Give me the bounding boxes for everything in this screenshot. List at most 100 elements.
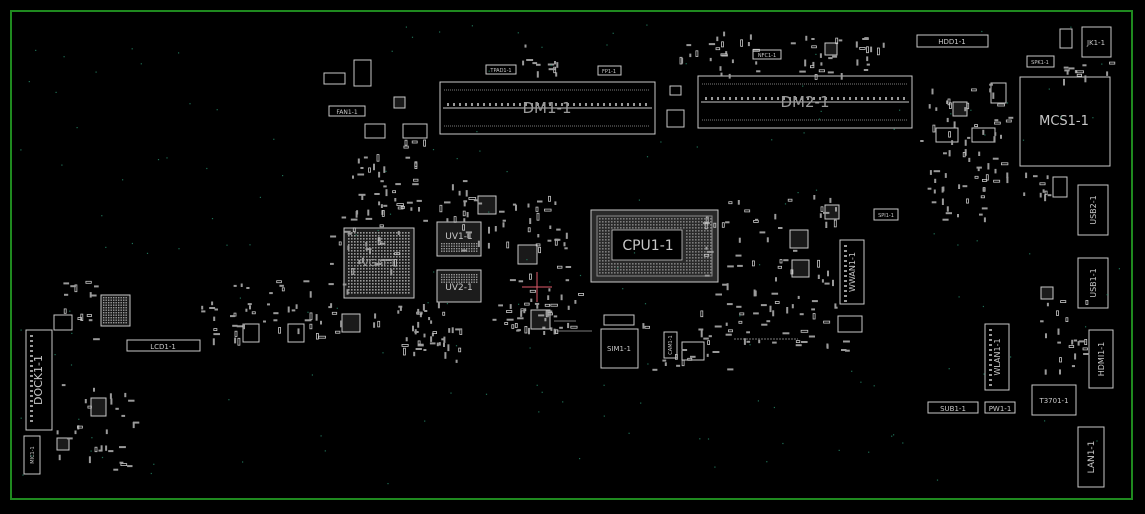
cpu-ball	[602, 224, 604, 226]
wlan-connector[interactable]: WLAN1-1	[984, 323, 1010, 391]
fan1-connector[interactable]: FAN1-1	[328, 105, 366, 117]
gpu-ball	[390, 244, 392, 246]
dock-connector[interactable]: DOCK1-1	[25, 329, 53, 431]
dm2-connector[interactable]: DM2-1	[697, 75, 913, 129]
cpu-ball	[614, 266, 616, 268]
uv2-ball	[476, 276, 478, 278]
cpu-ball	[638, 227, 640, 229]
via-dot	[259, 196, 261, 198]
cpu-ball	[689, 266, 691, 268]
cpu-ball	[638, 266, 640, 268]
gpu-ball	[384, 247, 386, 249]
gpu-ball	[351, 244, 353, 246]
cpu-ball	[683, 266, 685, 268]
usb2-connector[interactable]: USB2-1	[1077, 184, 1109, 236]
smd-part	[108, 450, 114, 453]
cpu-ball	[686, 260, 688, 262]
cpu-ball	[683, 263, 685, 265]
via-dot	[815, 189, 818, 191]
cpu-ball	[698, 248, 700, 250]
small-connector-left[interactable]: MIC1-1	[23, 435, 41, 475]
jk1-jack[interactable]: JK1-1	[1081, 26, 1112, 58]
wwan-pin	[844, 245, 847, 247]
fp1-connector[interactable]: FP1-1	[597, 65, 622, 76]
smd-part	[570, 325, 578, 329]
small-connector-center[interactable]: CAM1-1	[663, 331, 678, 359]
smd-part	[462, 180, 468, 183]
smd-part	[739, 312, 745, 316]
gpu-ball	[372, 286, 374, 288]
cpu-ball	[620, 224, 622, 226]
gpu-ball	[396, 235, 398, 237]
uv1-chip[interactable]: UV1-1	[436, 221, 482, 257]
spk1-connector[interactable]: SPK1-1	[1026, 55, 1055, 68]
wwan-connector[interactable]: WWAN1-1	[839, 239, 865, 305]
tpad-connector[interactable]: TPAD1-1	[485, 64, 517, 75]
smd-part	[644, 325, 650, 329]
gpu-ball	[351, 274, 353, 276]
hdd1-connector[interactable]: HDD1-1	[916, 34, 989, 48]
uv2-ball	[456, 279, 458, 281]
cpu-ball	[707, 245, 709, 247]
pw1-connector[interactable]: PW1-1	[984, 401, 1016, 414]
smd-part	[524, 44, 527, 48]
wlan-pin	[989, 349, 992, 351]
cpu-ball	[614, 224, 616, 226]
smd-part	[706, 353, 709, 357]
usb1-connector[interactable]: USB1-1	[1077, 257, 1109, 309]
gpu-ball	[360, 277, 362, 279]
cpu-ball	[611, 221, 613, 223]
chip-ball	[120, 309, 122, 311]
cpu-ball	[680, 224, 682, 226]
cpu-ball	[707, 272, 709, 274]
smd-part	[492, 318, 497, 321]
cpu-ball	[653, 266, 655, 268]
via-dot	[891, 435, 893, 437]
nfc-connector[interactable]: NFC1-1	[752, 49, 782, 60]
cpu-ball	[671, 227, 673, 229]
smd-part	[383, 185, 387, 188]
cpu-ball	[689, 269, 691, 271]
smd-part	[559, 326, 563, 329]
sim-slot[interactable]: SIM1-1	[600, 328, 639, 369]
cpu-ball	[608, 233, 610, 235]
smd-part	[838, 39, 843, 42]
t3701-transformer[interactable]: T3701-1	[1031, 384, 1077, 416]
smd-part	[704, 274, 710, 277]
uv2-ball	[461, 281, 463, 283]
gpu-ball	[390, 235, 392, 237]
cpu-ball	[605, 245, 607, 247]
smd-part	[405, 156, 411, 159]
dm1-pin	[591, 103, 593, 106]
small1-label: MIC1-1	[30, 446, 36, 463]
chip-ball	[118, 307, 120, 309]
smd-part	[502, 222, 505, 228]
gpu-ball	[372, 277, 374, 279]
smd-part	[949, 102, 952, 109]
smd-part	[966, 198, 969, 204]
smd-part	[330, 262, 334, 265]
smd-part	[859, 47, 866, 50]
sub1-connector[interactable]: SUB1-1	[927, 401, 979, 414]
lan-connector[interactable]: LAN1-1	[1077, 426, 1105, 488]
spi1-connector[interactable]: SPI1-1	[873, 208, 899, 221]
dm2-pin	[885, 97, 887, 100]
cpu-ball	[692, 242, 694, 244]
gpu-ball	[384, 271, 386, 273]
gpu-ball	[402, 241, 404, 243]
smd-part	[392, 190, 397, 194]
dm1-connector[interactable]: DM1-1	[439, 81, 656, 135]
cpu-ball	[689, 248, 691, 250]
cpu-ball	[698, 266, 700, 268]
smd-part	[527, 203, 530, 208]
hdmi-connector[interactable]: HDMI1-1	[1088, 329, 1114, 389]
gpu-ball	[351, 253, 353, 255]
gpu-ball	[378, 286, 380, 288]
smd-part	[664, 362, 667, 366]
mcs1-module[interactable]: MCS1-1	[1019, 76, 1111, 167]
lcd-connector[interactable]: LCD1-1	[126, 339, 201, 352]
cpu-ball	[602, 260, 604, 262]
smd-part	[813, 195, 816, 200]
smd-part	[240, 283, 243, 287]
cpu-ball	[635, 224, 637, 226]
